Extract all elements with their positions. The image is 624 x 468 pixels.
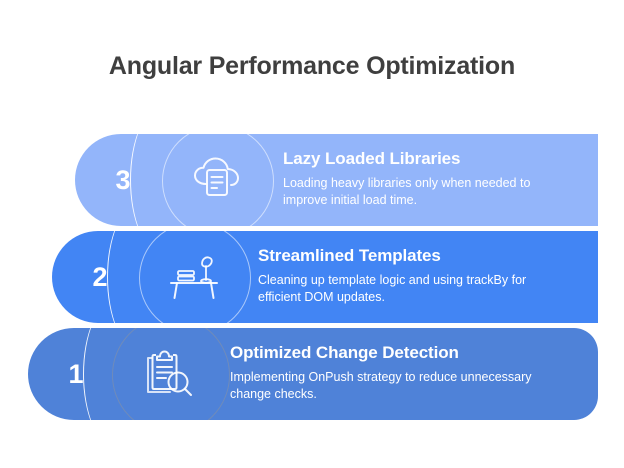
step-description-2: Cleaning up template logic and using tra… — [258, 273, 527, 305]
step-number-zone-2: 2 — [52, 231, 148, 323]
step-number-2: 2 — [92, 261, 108, 292]
step-text-zone-3: Lazy Loaded Libraries Loading heavy libr… — [263, 134, 598, 226]
page-title: Angular Performance Optimization — [108, 52, 516, 80]
step-band-2[interactable]: 2 Streamlined Templates — [52, 231, 598, 323]
step-number-1: 1 — [68, 358, 84, 389]
step-number-3: 3 — [115, 164, 131, 195]
step-description-3: Loading heavy libraries only when needed… — [283, 176, 531, 208]
step-icon-zone-2 — [139, 231, 251, 323]
step-text-zone-1: Optimized Change Detection Implementing … — [216, 328, 598, 420]
step-band-3[interactable]: 3 Lazy Loaded Libraries Loading heavy li… — [75, 134, 598, 226]
step-number-zone-3: 3 — [75, 134, 171, 226]
step-heading-1: Optimized Change Detection — [230, 343, 459, 363]
clipboard-magnifier-icon — [147, 350, 192, 396]
step-number-zone-1: 1 — [28, 328, 124, 420]
cloud-document-icon — [194, 157, 239, 196]
step-text-zone-2: Streamlined Templates Cleaning up templa… — [240, 231, 598, 323]
step-heading-2: Streamlined Templates — [258, 246, 441, 266]
step-description-1: Implementing OnPush strategy to reduce u… — [230, 370, 532, 402]
step-icon-zone-3 — [162, 134, 274, 226]
step-icon-zone-1 — [112, 328, 230, 420]
step-heading-3: Lazy Loaded Libraries — [283, 149, 461, 169]
step-band-1[interactable]: 1 Optimized Change Detection — [28, 328, 598, 420]
desk-lamp-books-icon — [170, 256, 218, 299]
